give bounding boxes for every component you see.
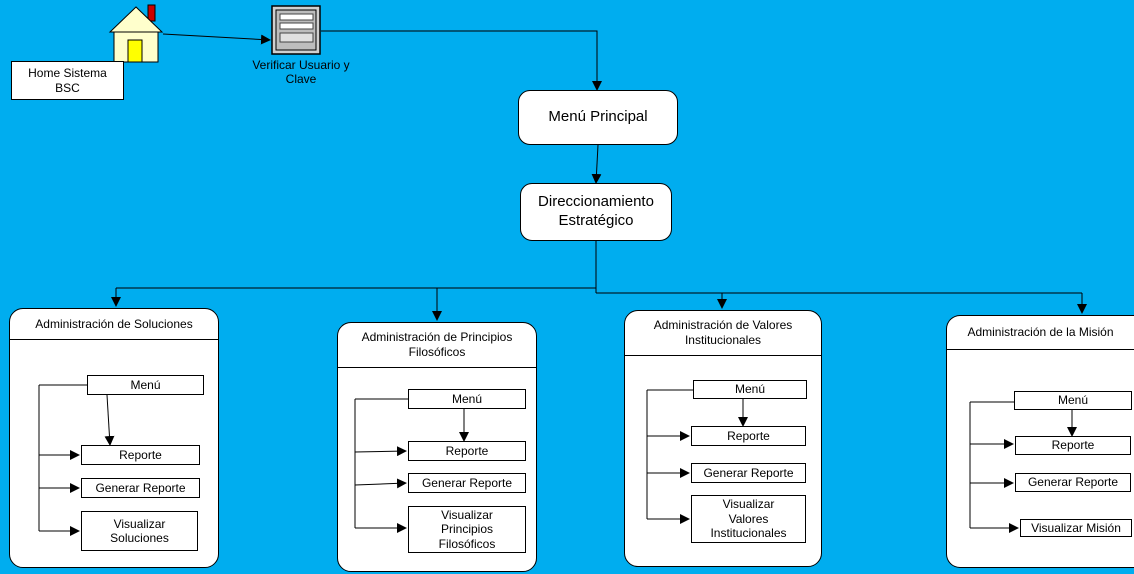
panel-item-menu[interactable]: Menú — [1014, 391, 1132, 410]
panel-mision: Administración de la Misión Menú Reporte… — [946, 315, 1134, 568]
main-menu-label: Menú Principal — [548, 108, 648, 126]
home-label-text: Home Sistema BSC — [28, 66, 107, 95]
panel-item-generar-reporte[interactable]: Generar Reporte — [81, 478, 200, 498]
direccionamiento-node[interactable]: Direccionamiento Estratégico — [520, 183, 672, 241]
panel-connectors — [354, 398, 469, 533]
verify-label: Verificar Usuario y Clave — [252, 58, 350, 87]
panel-item-generar-reporte[interactable]: Generar Reporte — [691, 463, 806, 483]
panel-item-generar-reporte[interactable]: Generar Reporte — [1015, 473, 1131, 492]
panel-soluciones: Administración de Soluciones Menú Report… — [9, 308, 219, 568]
panel-item-reporte[interactable]: Reporte — [1015, 436, 1131, 455]
panel-item-visualizar[interactable]: Visualizar Misión — [1020, 519, 1132, 537]
panel-item-menu[interactable]: Menú — [87, 375, 204, 395]
panel-connectors — [38, 384, 115, 536]
panel-item-visualizar[interactable]: Visualizar Valores Institucionales — [691, 495, 806, 543]
panel-title: Administración de la Misión — [947, 316, 1134, 350]
panel-connectors — [969, 401, 1077, 533]
main-menu-node[interactable]: Menú Principal — [518, 90, 678, 145]
panel-item-reporte[interactable]: Reporte — [408, 441, 526, 461]
connector-home-verify — [162, 33, 271, 45]
panel-title: Administración de Soluciones — [10, 309, 218, 340]
connector-verify-menu — [321, 30, 602, 91]
panel-item-visualizar[interactable]: Visualizar Principios Filosóficos — [408, 506, 526, 553]
panel-item-menu[interactable]: Menú — [408, 389, 526, 409]
connector-direccionamiento-panels — [111, 240, 1087, 321]
login-form-icon — [271, 5, 321, 55]
panel-item-reporte[interactable]: Reporte — [81, 445, 200, 465]
connector-menu-direccionamiento — [591, 144, 602, 184]
panel-item-menu[interactable]: Menú — [693, 380, 807, 399]
panel-title: Administración de Principios Filosóficos — [338, 323, 536, 368]
direccionamiento-label: Direccionamiento Estratégico — [538, 193, 654, 229]
home-label[interactable]: Home Sistema BSC — [11, 61, 124, 100]
panel-connectors — [646, 389, 748, 524]
panel-item-reporte[interactable]: Reporte — [691, 426, 806, 446]
panel-item-generar-reporte[interactable]: Generar Reporte — [408, 473, 526, 493]
panel-valores: Administración de Valores Institucionale… — [624, 310, 822, 567]
panel-principios: Administración de Principios Filosóficos… — [337, 322, 537, 572]
panel-item-visualizar[interactable]: Visualizar Soluciones — [81, 511, 198, 551]
house-icon — [108, 4, 164, 63]
panel-title: Administración de Valores Institucionale… — [625, 311, 821, 356]
